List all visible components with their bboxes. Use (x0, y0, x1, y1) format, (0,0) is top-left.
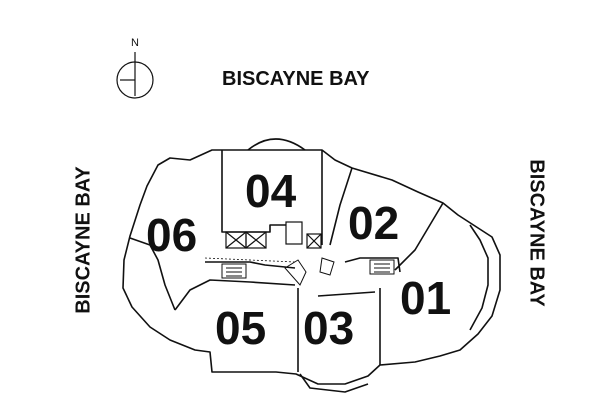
unit-01-label: 01 (400, 272, 452, 324)
stairwells (221, 257, 395, 286)
north-arrow-icon (116, 52, 154, 99)
elevator-core (225, 221, 322, 249)
unit-04-label: 04 (245, 165, 297, 217)
compass-north-label: N (131, 37, 139, 49)
building-outline (122, 138, 501, 393)
water-label-top: BISCAYNE BAY (222, 68, 370, 90)
water-label-left: BISCAYNE BAY (72, 166, 95, 314)
unit-03-label: 03 (303, 302, 355, 354)
balcony-lines (204, 257, 376, 297)
unit-05-label: 05 (215, 302, 267, 354)
water-label-right: BISCAYNE BAY (525, 159, 548, 307)
unit-06-label: 06 (146, 209, 198, 261)
unit-02-label: 02 (348, 197, 400, 249)
